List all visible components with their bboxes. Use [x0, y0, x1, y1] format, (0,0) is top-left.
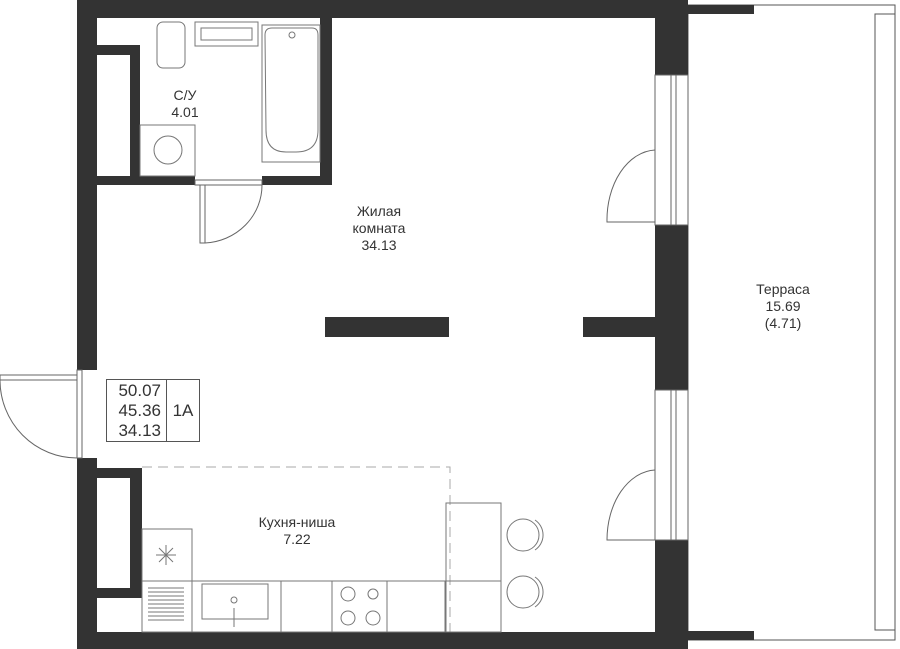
windows-doors — [0, 74, 689, 541]
room-name: Кухня-ниша — [258, 514, 336, 530]
kitchen-fixtures — [141, 466, 544, 633]
kitchen-sink-icon — [201, 583, 269, 620]
living-area-total: 45.36 — [118, 401, 161, 420]
fan-icon — [156, 545, 176, 565]
sink-icon — [194, 21, 259, 47]
washing-machine-icon — [139, 124, 196, 177]
room-reduced-area: (4.71) — [764, 315, 802, 331]
bar-counter — [445, 502, 502, 633]
room-name: Терраса — [756, 281, 810, 297]
total-area: 50.07 — [118, 381, 161, 400]
living-room-label: Жилая комната 34.13 — [353, 203, 406, 254]
kitchen-label: Кухня-ниша 7.22 — [259, 514, 336, 548]
bathroom-label: С/У 4.01 — [171, 87, 198, 121]
living-room-area: 34.13 — [118, 421, 161, 440]
room-name: С/У — [173, 87, 197, 103]
toilet-icon — [156, 21, 186, 69]
bathroom-fixtures — [139, 21, 321, 177]
room-area: 4.01 — [171, 104, 199, 120]
room-area: 34.13 — [361, 237, 397, 253]
room-name: комната — [352, 220, 406, 236]
bathtub-icon — [261, 24, 321, 163]
room-area: 7.22 — [283, 531, 311, 547]
apartment-type: 1A — [172, 400, 194, 420]
cooktop-icon — [331, 580, 388, 633]
area-values: 50.07 45.36 34.13 — [107, 380, 167, 441]
room-area: 15.69 — [765, 298, 801, 314]
radiator-icon — [148, 587, 184, 621]
room-name: Жилая — [356, 203, 402, 219]
walls — [77, 0, 754, 649]
terrace-label: Терраса 15.69 (4.71) — [756, 281, 810, 332]
chair-icon — [506, 518, 540, 552]
apartment-info-box: 50.07 45.36 34.13 1A — [106, 379, 200, 442]
chair-icon — [506, 575, 540, 609]
